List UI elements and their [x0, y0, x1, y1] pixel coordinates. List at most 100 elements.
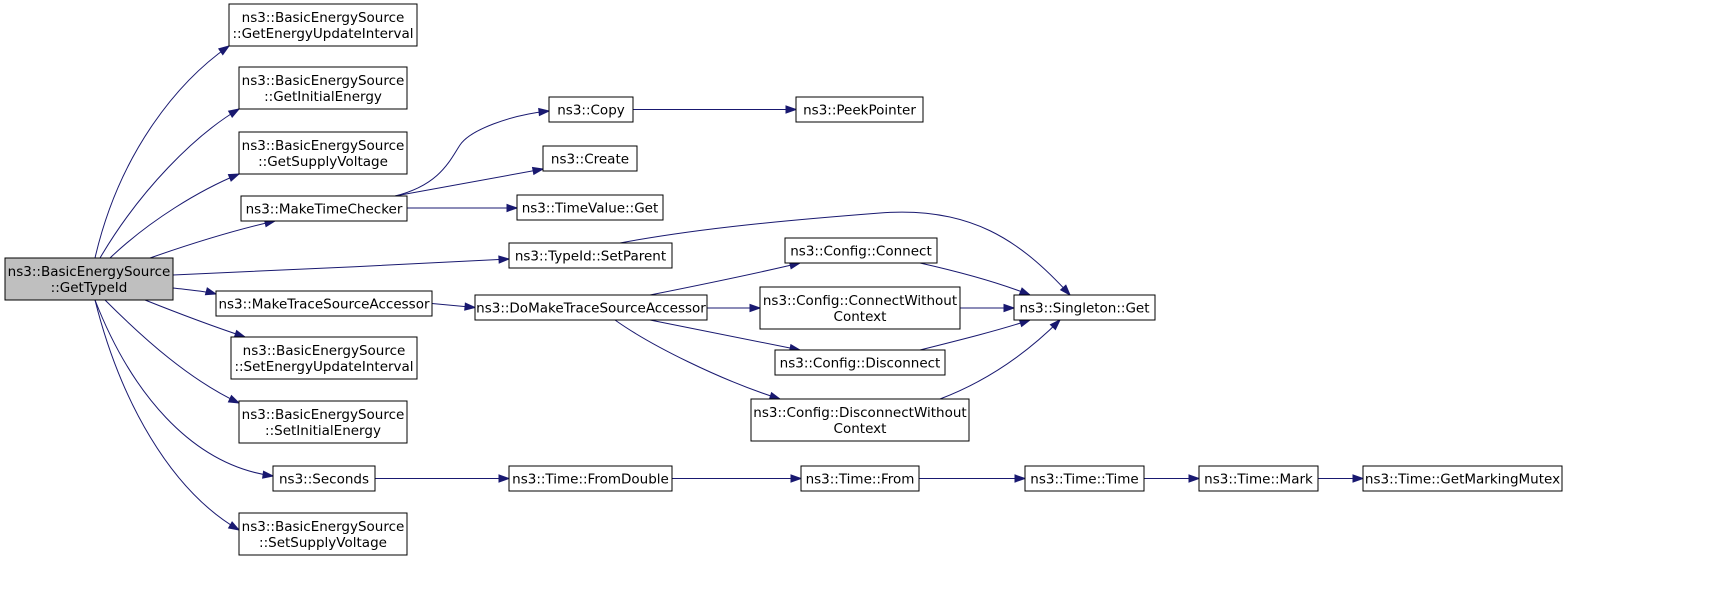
node-n10[interactable]: ns3::BasicEnergySource::SetSupplyVoltage	[238, 512, 408, 556]
node-label: ns3::Time::GetMarkingMutex	[1365, 472, 1560, 488]
node-n11[interactable]: ns3::Copy	[548, 96, 634, 123]
node-n17[interactable]: ns3::Config::Connect	[784, 237, 938, 264]
edge-root-n9	[94, 299, 274, 477]
node-box	[474, 294, 708, 321]
arrowhead-n4-n11	[538, 107, 551, 117]
node-box	[272, 465, 376, 492]
node-box	[750, 398, 970, 442]
node-box	[228, 3, 418, 47]
node-n7[interactable]: ns3::BasicEnergySource::SetEnergyUpdateI…	[230, 336, 418, 380]
edge-root-n2	[99, 108, 240, 259]
node-box	[508, 465, 673, 492]
edge-n20-n15	[939, 319, 1061, 400]
node-n21[interactable]: ns3::Time::FromDouble	[508, 465, 673, 492]
node-n25[interactable]: ns3::Time::GetMarkingMutex	[1362, 465, 1563, 492]
node-label: ns3::Copy	[557, 103, 625, 119]
node-label: ns3::PeekPointer	[803, 103, 916, 119]
edge-n17-n15	[919, 262, 1031, 296]
arrowhead-n16-n20	[768, 391, 782, 400]
node-n8[interactable]: ns3::BasicEnergySource::SetInitialEnergy	[238, 400, 408, 444]
node-n15[interactable]: ns3::Singleton::Get	[1013, 294, 1156, 321]
arrowhead-n21-n22	[790, 474, 803, 483]
node-root[interactable]: ns3::BasicEnergySource::GetTypeId	[4, 257, 174, 301]
edge-n16-n17	[649, 262, 801, 296]
node-box	[548, 96, 634, 123]
node-n14[interactable]: ns3::TimeValue::Get	[516, 194, 664, 221]
arrowhead-n20-n15	[1049, 318, 1062, 331]
arrowhead-n5-n15	[1059, 284, 1072, 297]
node-label: ::GetInitialEnergy	[264, 89, 382, 105]
arrowhead-n11-n12	[785, 105, 798, 114]
edge-root-n1	[94, 45, 230, 259]
edge-root-n3	[109, 173, 240, 259]
arrowhead-n16-n18	[749, 303, 762, 313]
node-label: ns3::BasicEnergySource	[242, 519, 405, 535]
node-box	[215, 290, 433, 317]
arrowhead-root-n10	[227, 521, 241, 531]
node-label: ns3::TimeValue::Get	[522, 201, 659, 217]
arrowhead-root-n8	[227, 394, 241, 404]
edge-n4-n13	[394, 168, 544, 197]
node-label: ::SetEnergyUpdateInterval	[234, 359, 413, 375]
node-n16[interactable]: ns3::DoMakeTraceSourceAccessor	[474, 294, 708, 321]
arrowhead-n23-n24	[1188, 474, 1201, 483]
node-label: ns3::BasicEnergySource	[242, 10, 405, 26]
node-box	[1024, 465, 1145, 492]
arrowhead-root-n2	[227, 108, 241, 118]
node-n19[interactable]: ns3::Config::Disconnect	[774, 349, 946, 376]
node-label: ::GetSupplyVoltage	[258, 154, 388, 170]
arrowhead-root-n6	[204, 287, 218, 296]
node-box	[4, 257, 174, 301]
node-box	[238, 131, 408, 175]
node-n1[interactable]: ns3::BasicEnergySource::GetEnergyUpdateI…	[228, 3, 418, 47]
arrowhead-n24-n25	[1352, 474, 1365, 483]
node-box	[1198, 465, 1319, 492]
node-n24[interactable]: ns3::Time::Mark	[1198, 465, 1319, 492]
node-label: ns3::Create	[551, 152, 629, 168]
node-box	[238, 66, 408, 110]
node-n9[interactable]: ns3::Seconds	[272, 465, 376, 492]
node-label: ns3::TypeId::SetParent	[515, 249, 666, 265]
node-box	[1013, 294, 1156, 321]
node-box	[516, 194, 664, 221]
node-n22[interactable]: ns3::Time::From	[800, 465, 920, 492]
node-label: ns3::Config::Disconnect	[780, 356, 941, 372]
arrowhead-n6-n16	[464, 302, 477, 311]
node-box	[238, 512, 408, 556]
node-n2[interactable]: ns3::BasicEnergySource::GetInitialEnergy	[238, 66, 408, 110]
node-label: ns3::DoMakeTraceSourceAccessor	[476, 301, 706, 317]
node-label: ns3::BasicEnergySource	[8, 264, 171, 280]
arrowhead-n18-n15	[1003, 303, 1016, 313]
node-label: ::GetTypeId	[51, 280, 128, 296]
edge-root-n4	[149, 220, 276, 259]
node-box	[784, 237, 938, 264]
node-label: Context	[834, 421, 887, 437]
node-box	[800, 465, 920, 492]
node-box	[238, 400, 408, 444]
arrowhead-n4-n13	[531, 166, 545, 176]
node-label: ::SetSupplyVoltage	[259, 535, 387, 551]
node-label: ns3::MakeTraceSourceAccessor	[218, 297, 429, 313]
node-n5[interactable]: ns3::TypeId::SetParent	[508, 242, 673, 269]
node-label: ns3::BasicEnergySource	[242, 73, 405, 89]
node-label: ns3::Config::ConnectWithout	[763, 293, 957, 309]
node-n13[interactable]: ns3::Create	[542, 145, 638, 172]
node-n23[interactable]: ns3::Time::Time	[1024, 465, 1145, 492]
node-box	[1362, 465, 1563, 492]
node-label: ns3::BasicEnergySource	[242, 138, 405, 154]
arrowhead-root-n1	[217, 45, 231, 56]
node-label: ::GetEnergyUpdateInterval	[232, 26, 413, 42]
node-box	[508, 242, 673, 269]
node-label: ns3::Time::Time	[1030, 472, 1138, 488]
node-n12[interactable]: ns3::PeekPointer	[795, 96, 924, 123]
nodes-layer: ns3::BasicEnergySource::GetTypeIdns3::Ba…	[4, 3, 1563, 556]
node-n6[interactable]: ns3::MakeTraceSourceAccessor	[215, 290, 433, 317]
node-n3[interactable]: ns3::BasicEnergySource::GetSupplyVoltage	[238, 131, 408, 175]
node-box	[240, 195, 408, 222]
node-n4[interactable]: ns3::MakeTimeChecker	[240, 195, 408, 222]
node-box	[759, 286, 961, 330]
arrowhead-root-n5	[498, 255, 511, 264]
